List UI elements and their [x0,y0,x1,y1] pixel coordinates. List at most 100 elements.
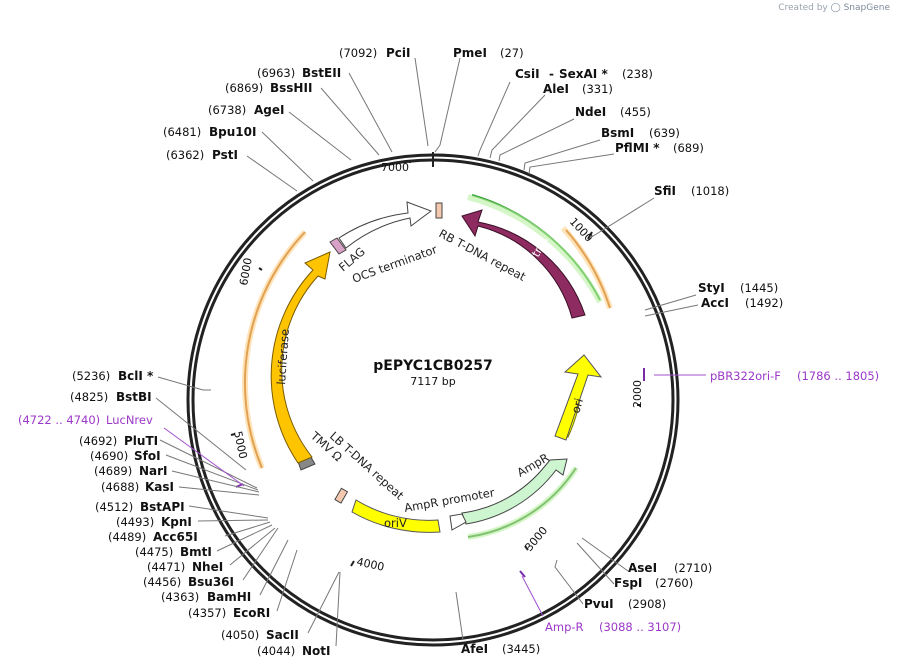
site-PluTI: PluTI [124,434,158,448]
backbone-inner [191,158,675,642]
feature-ori-label: ori [568,397,586,415]
site-NdeI: NdeI [575,105,606,119]
site-PflMI: PflMI * [615,141,660,155]
leader-BmtI [216,524,273,552]
leader-NdeI [498,118,575,162]
leader-KasI [178,486,260,496]
site-NotI: NotI [302,644,331,658]
tick-6000: 6000 [237,257,255,287]
primer-leaders [163,374,706,617]
tick-mark-4000 [350,560,355,567]
site-BamHI: BamHI [207,590,251,604]
leader-AseI [581,537,629,572]
site-PvuI-pos: (2908) [628,597,666,611]
leader-BstAPI [188,505,269,519]
site-Acc65I-pos: (4489) [108,530,146,544]
site-KasI: KasI [145,480,174,494]
primer-LucNrev-range: (4722 .. 4740) [18,413,100,427]
feature-luciferase[interactable] [270,251,331,464]
site-NarI: NarI [139,464,168,478]
leader-AleI [489,94,546,159]
site-PvuI: PvuI [584,597,614,611]
feature-OCS-terminator[interactable] [338,201,433,249]
site-SfiI-pos: (1018) [691,184,729,198]
site-AleI: AleI [543,82,569,96]
feature-oriV-label: oriV [384,516,407,530]
leader-AfeI [455,591,464,641]
site-Bsu36I: Bsu36I [188,575,234,589]
site-AgeI: AgeI [254,103,284,117]
site-KasI-pos: (4688) [101,480,139,494]
site-EcoRI: EcoRI [233,606,270,620]
leader-SfoI [165,454,259,491]
trfA-track-glow [467,194,603,304]
leader-StyI [644,294,697,311]
feature-FLAG[interactable] [329,237,347,255]
leader-BstBI [155,397,247,471]
site-FspI: FspI [614,576,642,590]
leader-Bpu10I [261,131,314,182]
tick-2000: 2000 [631,380,644,408]
site-FspI-pos: (2760) [655,576,693,590]
leader-AgeI [288,111,352,161]
site-KpnI-pos: (4493) [116,515,154,529]
feature-ori-arrow[interactable] [554,354,603,441]
leader-BamHI [259,539,289,596]
site-sep: - [549,67,554,81]
feature-oriV[interactable] [351,499,441,533]
site-NheI: NheI [192,560,223,574]
site-BstBI: BstBI [116,390,152,404]
site-AseI-pos: (2710) [674,561,712,575]
feature-OCS-terminator-label: OCS terminator [350,242,439,286]
primer-pBR322ori-F-range: (1786 .. 1805) [797,369,879,383]
orange-track-left-glow [241,229,308,470]
leader-PmeI [434,57,461,153]
site-NarI-pos: (4689) [94,464,132,478]
tick-mark-6000 [258,267,263,271]
feature-AmpR[interactable] [461,458,568,525]
feature-trfA[interactable] [461,209,586,319]
site-BssHII: BssHII [270,81,312,95]
site-SfoI-pos: (4690) [90,449,128,463]
leader-SfiI [589,197,655,239]
site-AccI: AccI [701,296,729,310]
site-SfoI: SfoI [134,449,161,463]
site-SacII-pos: (4050) [221,628,259,642]
leader-BstEII [348,72,393,153]
leader-Bsu36I [242,527,279,581]
site-CsiI: CsiI [515,67,540,81]
feature-AmpR-promoter[interactable] [449,513,467,531]
tick-5000: 5000 [231,430,250,460]
site-BstEII: BstEII [302,66,341,80]
site-BclI-pos: (5236) [72,369,110,383]
site-leaders [155,57,699,647]
site-Bpu10I-pos: (6481) [163,125,201,139]
leader-NheI [229,527,276,566]
tick-4000: 4000 [355,555,385,574]
leader-EcoRI [276,549,298,612]
site-AgeI-pos: (6738) [208,103,246,117]
leader-KpnI [197,519,269,522]
ticks [230,152,641,567]
site-KpnI: KpnI [161,515,192,529]
site-BmtI-pos: (4475) [135,545,173,559]
site-AccI-pos: (1492) [745,296,783,310]
site-BamHI-pos: (4363) [161,590,199,604]
site-SfiI: SfiI [654,184,676,198]
primer-Amp-R-range: (3088 .. 3107) [599,620,681,634]
site-BsmI-pos: (639) [649,126,680,140]
feature-LB-T-DNA-repeat[interactable] [334,487,349,504]
site-PflMI-pos: (689) [673,141,704,155]
site-PciI: PciI [386,46,411,60]
site-BmtI: BmtI [180,545,212,559]
site-PciI-pos: (7092) [339,46,377,60]
leader-NotI [335,571,341,647]
feature-RB-T-DNA-repeat[interactable] [435,202,443,219]
site-PluTI-pos: (4692) [79,434,117,448]
tick-mark-1000 [587,231,593,240]
site-StyI: StyI [698,281,725,295]
leader-CsiI [477,81,511,157]
site-BssHII-pos: (6869) [225,81,263,95]
site-BsmI: BsmI [601,126,634,140]
site-AfeI-pos: (3445) [502,642,540,656]
